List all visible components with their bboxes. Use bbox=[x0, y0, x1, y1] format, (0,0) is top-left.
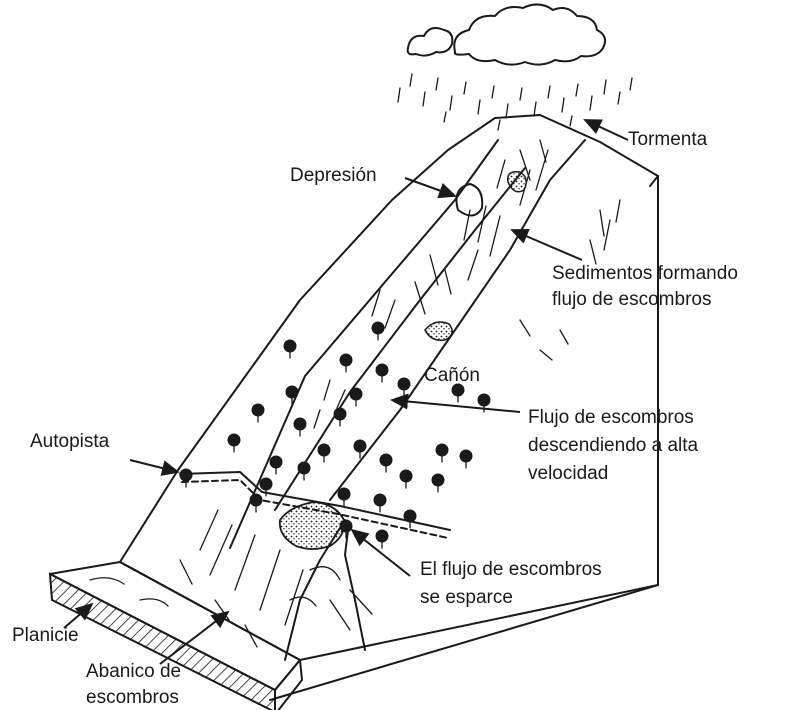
tree-icon bbox=[340, 354, 352, 372]
tree-icon bbox=[250, 494, 262, 512]
arrow-depression bbox=[405, 178, 455, 196]
label-highway: Autopista bbox=[30, 430, 109, 454]
arrow-sediments bbox=[512, 230, 582, 260]
tree-icon bbox=[286, 386, 298, 404]
label-depression: Depresión bbox=[290, 164, 377, 188]
tree-icon bbox=[376, 530, 388, 548]
tree-icon bbox=[228, 434, 240, 452]
tree-icon bbox=[294, 418, 306, 436]
tree-icon bbox=[318, 444, 330, 462]
label-sediments-line1: Sedimentos formando bbox=[552, 262, 738, 286]
tree-icon bbox=[252, 404, 264, 422]
label-flow-fast-line2: descendiendo a alta bbox=[528, 434, 698, 458]
tree-icon bbox=[180, 469, 192, 487]
label-sediments-line2: flujo de escombros bbox=[552, 288, 711, 312]
tree-icon bbox=[334, 408, 346, 426]
tree-icon bbox=[400, 470, 412, 488]
tree-icon bbox=[376, 364, 388, 382]
cloud-icon bbox=[408, 4, 605, 64]
label-flow-fast-line3: velocidad bbox=[528, 462, 608, 486]
label-plain: Planicie bbox=[12, 624, 79, 648]
tree-icon bbox=[404, 510, 416, 528]
tree-icon bbox=[460, 450, 472, 468]
label-fan-line2: escombros bbox=[86, 686, 179, 710]
label-flow-fast-line1: Flujo de escombros bbox=[528, 406, 694, 430]
tree-icon bbox=[380, 454, 392, 472]
pointer-arrows bbox=[64, 120, 628, 664]
canyon-walls bbox=[230, 140, 585, 660]
label-fan-line1: Abanico de bbox=[86, 660, 181, 684]
tree-icon bbox=[372, 322, 384, 340]
tree-icon bbox=[436, 444, 448, 462]
debris-deposit bbox=[280, 322, 452, 549]
label-canyon: Cañón bbox=[424, 364, 480, 388]
arrow-storm bbox=[585, 120, 628, 140]
tree-icon bbox=[338, 488, 350, 506]
label-spreads-line1: El flujo de escombros bbox=[420, 558, 602, 582]
tree-icon bbox=[270, 456, 282, 474]
tree-icon bbox=[398, 378, 410, 396]
arrow-highway bbox=[130, 460, 178, 472]
rain-icon bbox=[398, 74, 632, 130]
label-storm: Tormenta bbox=[628, 128, 707, 152]
label-spreads-line2: se esparce bbox=[420, 586, 513, 610]
tree-icon bbox=[374, 494, 386, 512]
tree-icon bbox=[350, 388, 362, 406]
tree-icon bbox=[432, 474, 444, 492]
arrow-flow-fast bbox=[392, 400, 520, 412]
tree-icon bbox=[298, 462, 310, 480]
tree-icon bbox=[284, 340, 296, 358]
